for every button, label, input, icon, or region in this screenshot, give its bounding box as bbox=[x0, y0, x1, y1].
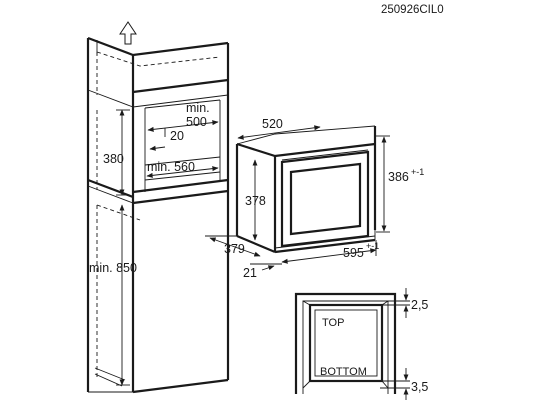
dim-arrow-560 bbox=[146, 166, 219, 178]
label-21: 21 bbox=[243, 266, 257, 280]
label-378: 378 bbox=[245, 194, 266, 208]
label-520: 520 bbox=[262, 117, 283, 131]
dim-arrow-21 bbox=[250, 263, 282, 271]
dim-arrow-3-5 bbox=[380, 368, 410, 400]
dim-arrow-595 bbox=[281, 240, 377, 264]
dim-arrow-380 bbox=[116, 109, 130, 196]
label-min-560: min. 560 bbox=[147, 160, 195, 174]
label-2-5: 2,5 bbox=[411, 298, 428, 312]
label-min-850: min. 850 bbox=[89, 261, 137, 275]
dim-arrow-20 bbox=[149, 128, 166, 151]
label-bottom: BOTTOM bbox=[320, 366, 367, 378]
ventilation-arrow-icon bbox=[119, 21, 137, 45]
label-386: 386 bbox=[388, 170, 409, 184]
label-386-tolerance: +-1 bbox=[411, 167, 424, 177]
dim-arrow-2-5 bbox=[380, 288, 410, 318]
label-380: 380 bbox=[103, 152, 124, 166]
dim-arrow-850 bbox=[116, 204, 130, 386]
label-595-tolerance: +-1 bbox=[366, 241, 379, 251]
label-20: 20 bbox=[170, 129, 184, 143]
label-3-5: 3,5 bbox=[411, 380, 428, 394]
dim-arrow-500 bbox=[147, 120, 219, 132]
oven bbox=[235, 125, 377, 254]
dim-arrow-379 bbox=[205, 235, 261, 257]
label-min-500-line2: 500 bbox=[186, 115, 207, 129]
diagram-code: 250926CIL0 bbox=[381, 4, 444, 16]
dim-arrow-520 bbox=[237, 125, 321, 140]
label-top: TOP bbox=[322, 317, 344, 329]
dim-arrow-386 bbox=[376, 135, 390, 233]
label-min-500-line1: min. bbox=[186, 101, 210, 115]
cabinet bbox=[86, 36, 230, 394]
detail-section bbox=[294, 292, 397, 394]
